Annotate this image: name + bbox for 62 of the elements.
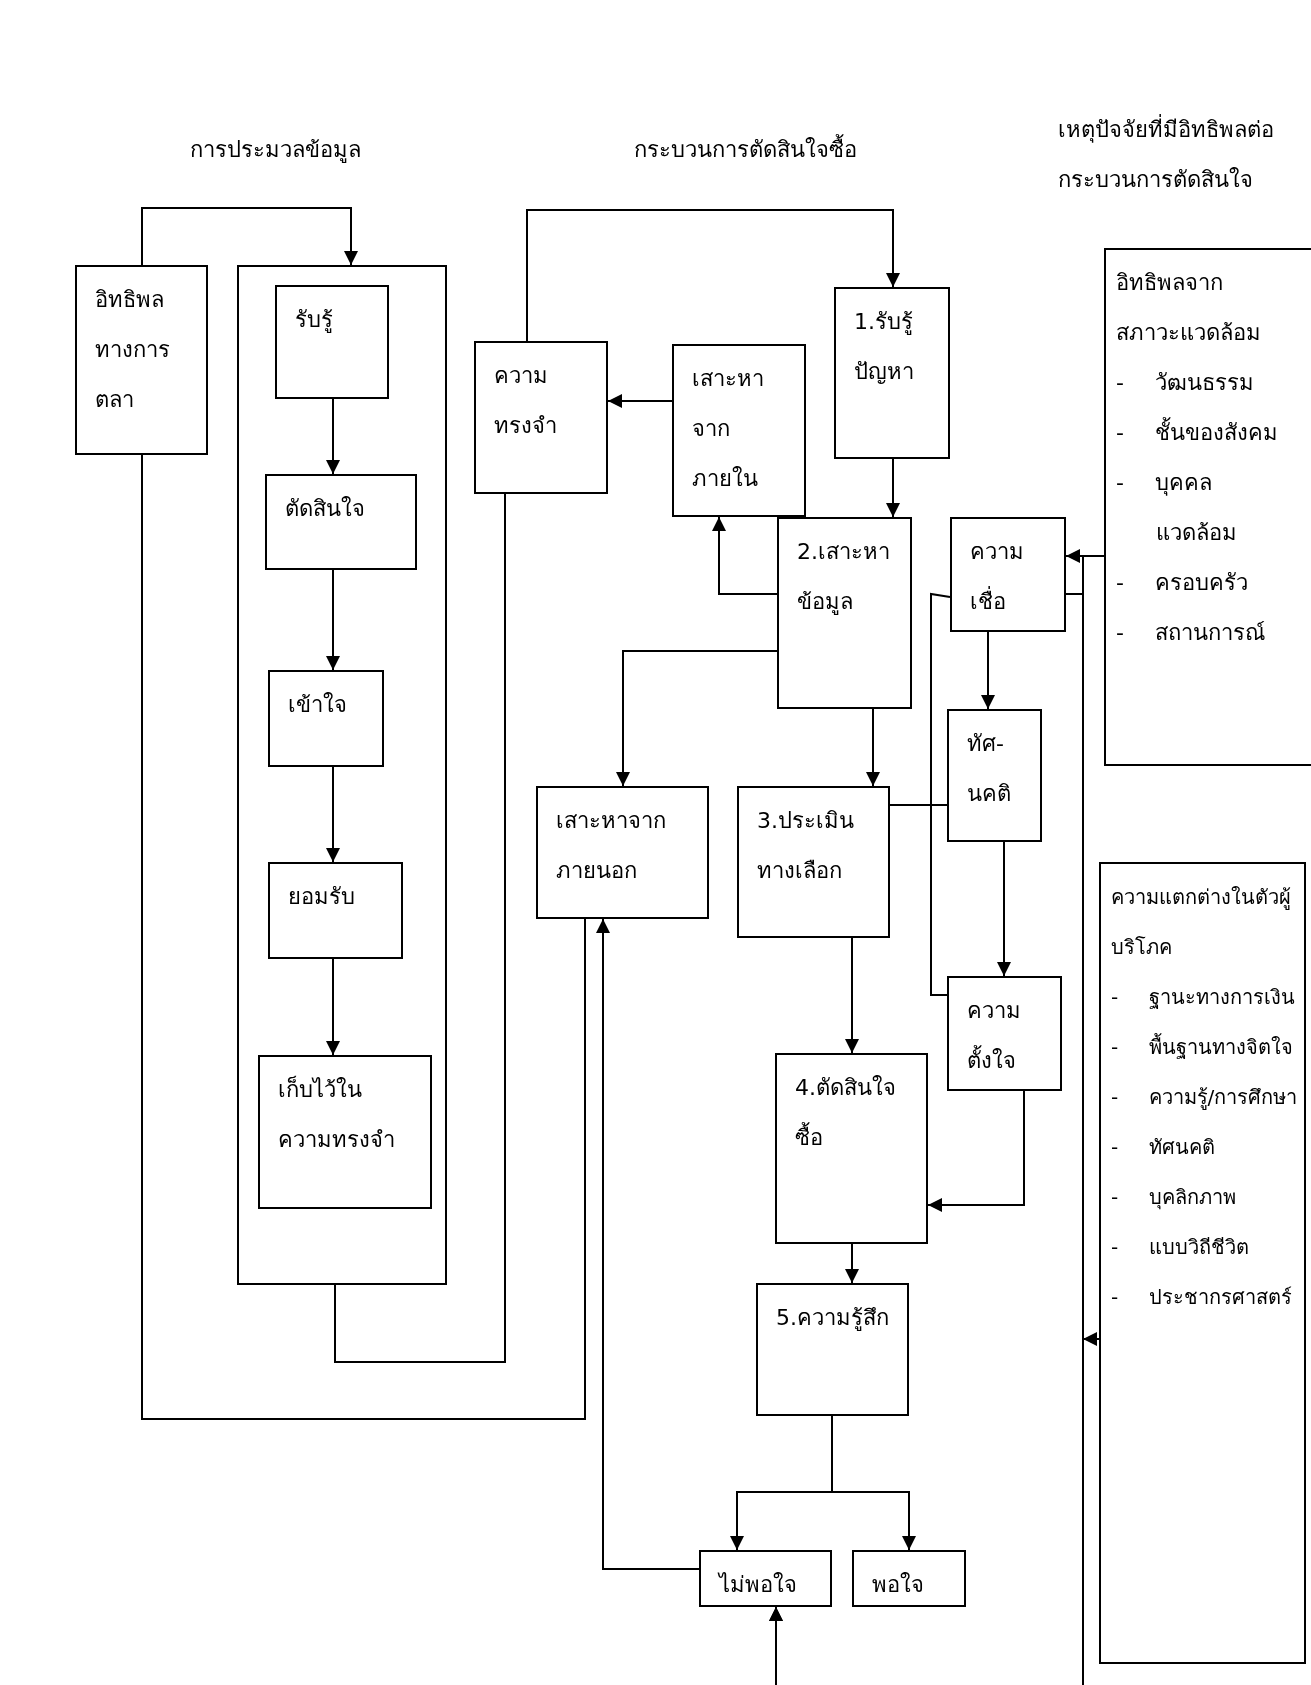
arrow: [141, 207, 358, 266]
list-item: - ฐานะทางการเงิน: [1111, 984, 1296, 1011]
arrow: [981, 631, 995, 710]
list-item: - แบบวิถีชีวิต: [1111, 1234, 1250, 1261]
connector-line: [930, 592, 951, 996]
process-box: ความเชื่อ: [950, 517, 1066, 632]
process-box: ความทรงจำ: [474, 341, 608, 494]
list-item: - วัฒนธรรม: [1116, 369, 1255, 397]
process-box: ความตั้งใจ: [947, 976, 1062, 1091]
process-box: 1.รับรู้ปัญหา: [834, 287, 950, 459]
arrow: [326, 569, 340, 671]
list-item: - ประชากรศาสตร์: [1111, 1284, 1293, 1311]
arrow: [997, 841, 1011, 977]
group-box: [237, 265, 447, 1285]
list-heading: อิทธิพลจากสภาวะแวดล้อม: [1116, 269, 1262, 347]
connector-line: [889, 804, 948, 806]
list-item: - ชั้นของสังคม: [1116, 408, 1282, 458]
connector-line: [141, 454, 586, 1420]
process-box: 2.เสาะหาข้อมูล: [777, 517, 912, 709]
arrow: [831, 1415, 916, 1551]
list-item: - สถานการณ์: [1116, 619, 1266, 647]
process-box: ทัศ-นคติ: [947, 709, 1042, 842]
arrow: [886, 458, 900, 518]
process-box: เสาะหาจากภายใน: [672, 344, 806, 517]
process-box: 5.ความรู้สึก: [756, 1283, 909, 1416]
arrow: [845, 1243, 859, 1284]
arrow: [1065, 549, 1105, 563]
connector-line: [334, 493, 506, 1363]
arrow: [596, 918, 700, 1570]
arrow: [526, 209, 900, 342]
process-box: ไม่พอใจ: [699, 1550, 832, 1607]
arrow: [326, 398, 340, 475]
list-item: - บุคลิกภาพ: [1111, 1184, 1237, 1212]
process-box: พอใจ: [852, 1550, 966, 1607]
arrow: [712, 516, 778, 595]
process-box: อิทธิพลทางการตลา: [75, 265, 208, 455]
arrow: [607, 394, 673, 408]
arrow: [326, 958, 340, 1056]
process-box: ยอมรับ: [268, 862, 403, 959]
list-heading: ความแตกต่างในตัวผู้บริโภค: [1111, 884, 1292, 961]
list-item: - ความรู้/การศึกษา: [1111, 1084, 1299, 1112]
arrow: [845, 937, 859, 1054]
factor-list-box: [1104, 248, 1311, 766]
arrow: [326, 766, 340, 863]
column-heading: การประมวลข้อมูล: [190, 136, 362, 165]
list-item: - บุคคลแวดล้อม: [1116, 469, 1238, 547]
process-box: 4.ตัดสินใจซื้อ: [775, 1053, 928, 1244]
process-box: รับรู้: [275, 285, 389, 399]
list-item: - ทัศนคติ: [1111, 1134, 1216, 1161]
column-heading: กระบวนการตัดสินใจซื้อ: [634, 125, 914, 175]
factor-list-box: [1099, 862, 1306, 1664]
process-box: เข้าใจ: [268, 670, 384, 767]
arrow: [927, 1090, 1025, 1212]
arrow: [866, 708, 880, 787]
process-box: 3.ประเมินทางเลือก: [737, 786, 890, 938]
column-heading: เหตุปัจจัยที่มีอิทธิพลต่อกระบวนการตัดสินใจ: [1058, 105, 1311, 205]
list-item: - ครอบครัว: [1116, 569, 1249, 597]
list-item: - พื้นฐานทางจิตใจ: [1111, 1032, 1294, 1061]
process-box: เก็บไว้ในความทรงจำ: [258, 1055, 432, 1209]
arrow: [616, 650, 778, 787]
process-box: ตัดสินใจ: [265, 474, 417, 570]
process-box: เสาะหาจากภายนอก: [536, 786, 709, 919]
